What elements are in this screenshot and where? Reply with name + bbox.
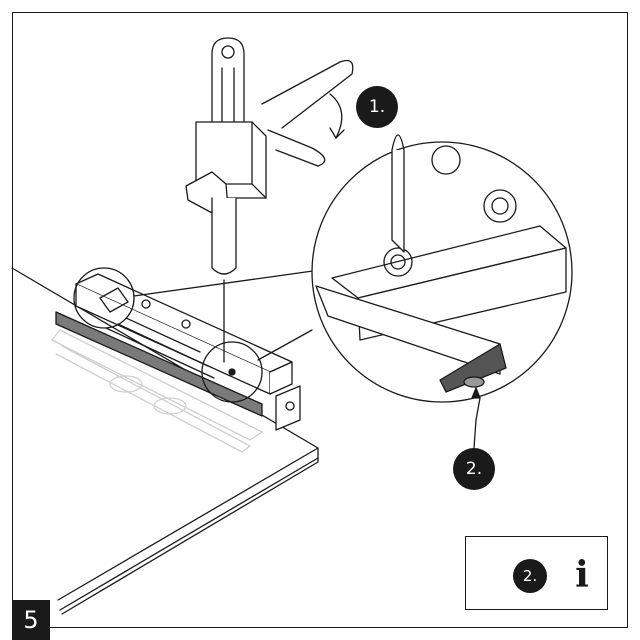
info-icon: i — [575, 554, 589, 596]
callout-step-1: 1. — [356, 86, 398, 128]
drill-press — [185, 37, 354, 363]
callout-step-2: 2. — [453, 448, 495, 490]
manual-step-badge: 2. — [513, 559, 547, 593]
magnified-detail — [311, 134, 573, 421]
jig-rail — [55, 273, 301, 431]
step-number: 5 — [12, 600, 50, 640]
detail-markers — [73, 267, 321, 403]
ghost-profile — [51, 329, 263, 453]
illustration-frame — [12, 12, 628, 628]
worktop-panel — [11, 267, 319, 615]
